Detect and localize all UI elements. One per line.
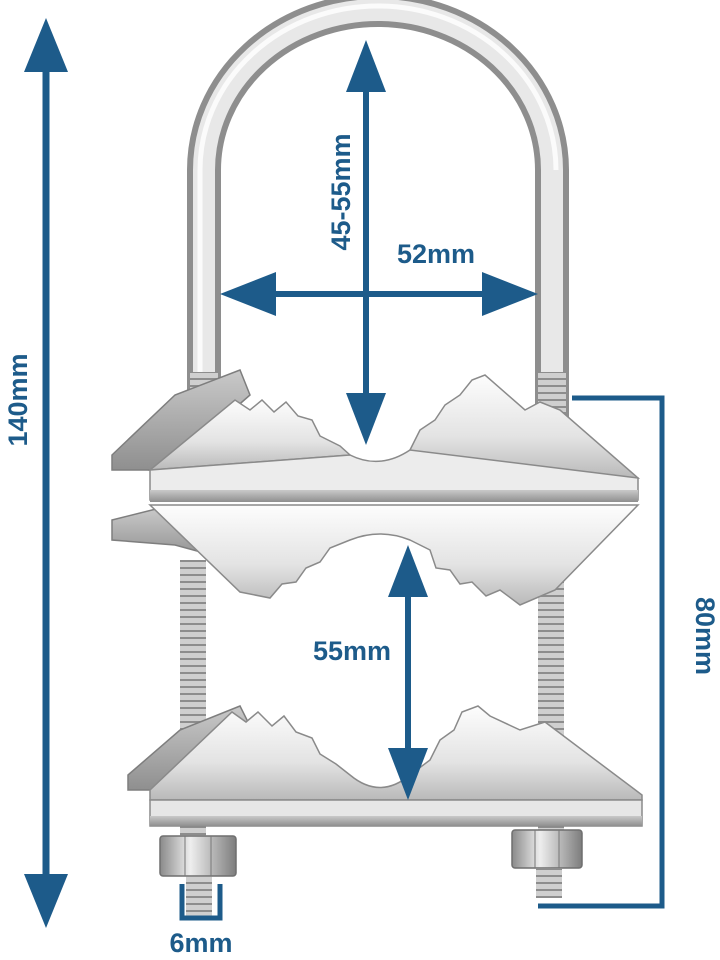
label-ubolt-width: 52mm [397, 239, 475, 269]
dimension-overall-height: 140mm [3, 18, 68, 928]
nuts [159, 829, 583, 916]
bolt-end-left [186, 876, 212, 916]
nut-right [511, 829, 583, 869]
lower-clamp [127, 705, 643, 827]
dimension-thread-size: 6mm [169, 884, 233, 958]
label-thread-size: 6mm [169, 928, 232, 958]
label-clamp-height: 80mm [690, 597, 720, 675]
dimension-ubolt-height: 45-55mm [326, 40, 386, 445]
dimension-clamp-opening: 55mm [313, 545, 428, 800]
dimension-annotations: 140mm 45-55mm 52mm 55mm 80mm [3, 18, 720, 958]
nut-left [159, 835, 237, 877]
upper-clamp [111, 369, 641, 606]
dimension-ubolt-width: 52mm [220, 239, 538, 316]
label-overall-height: 140mm [3, 353, 33, 446]
dimension-clamp-height: 80mm [538, 395, 720, 909]
label-ubolt-height: 45-55mm [326, 133, 356, 250]
label-clamp-opening: 55mm [313, 636, 391, 666]
bolt-end-right [536, 868, 562, 898]
